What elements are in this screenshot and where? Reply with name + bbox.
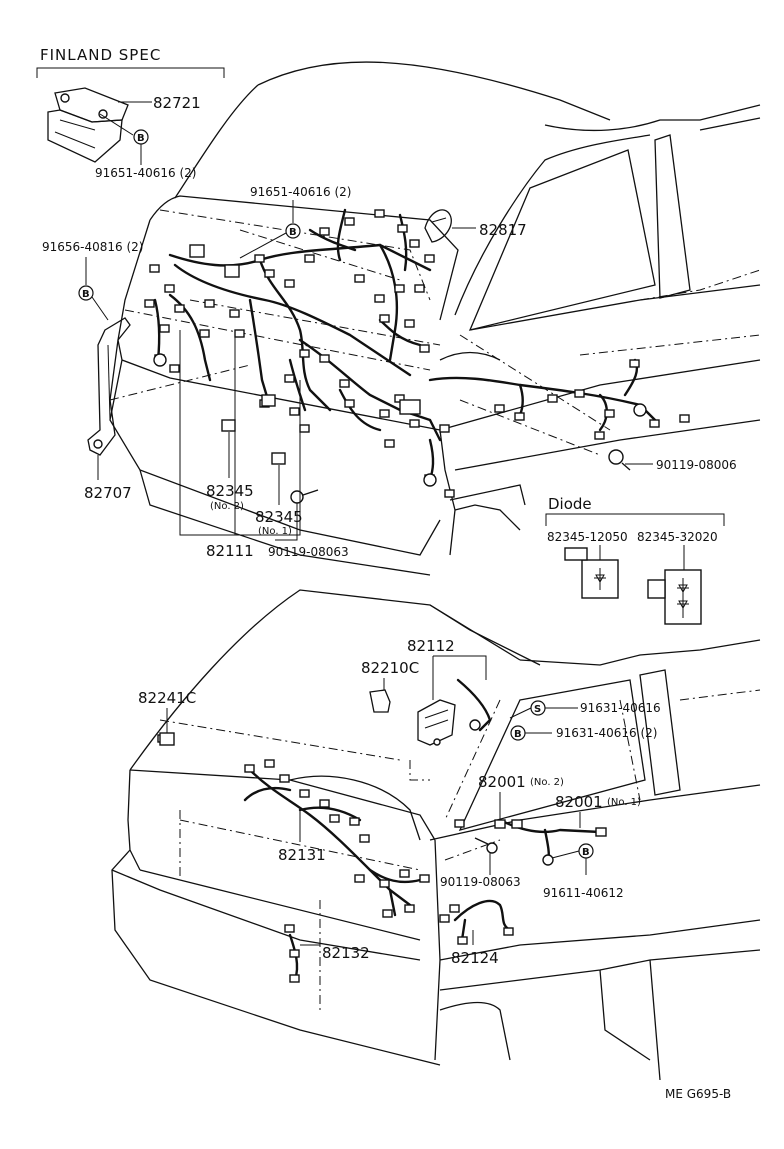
label-82817: 82817 xyxy=(479,221,527,239)
b-symbol-5: B xyxy=(578,843,594,859)
label-82345-no2: 82345 xyxy=(206,482,254,500)
svg-text:S: S xyxy=(534,704,541,715)
part-82241c-plug xyxy=(159,732,175,746)
leader-90119-a xyxy=(275,503,298,541)
label-82001-no2-suffix: (No. 2) xyxy=(530,777,564,788)
bottom-connectors xyxy=(157,719,607,983)
label-82345-no1-suffix: (No. 1) xyxy=(258,526,292,537)
svg-text:B: B xyxy=(582,847,590,858)
b-symbol-3: B xyxy=(78,285,94,301)
label-82345-no1: 82345 xyxy=(255,508,303,526)
part-82817-clip xyxy=(424,209,452,243)
label-82124: 82124 xyxy=(451,949,499,967)
label-82210c: 82210C xyxy=(361,659,419,677)
part-82112-module xyxy=(417,699,456,746)
label-90119-c: 90119-08063 xyxy=(440,875,521,889)
label-90119-b: 90119-08006 xyxy=(656,458,737,472)
label-91656: 91656-40816 (2) xyxy=(42,240,144,254)
bottom-callouts: 82112 82210C 82241C S 91631-40616 B 9163… xyxy=(138,637,661,967)
diode-part-b: 82345-32020 xyxy=(637,530,718,544)
svg-text:B: B xyxy=(82,289,90,300)
bottom-van-body xyxy=(111,589,761,1081)
leader-s-symbol xyxy=(509,707,532,719)
leader-b-symbol-3 xyxy=(91,296,109,321)
part-90119-08063-bolt-bottom xyxy=(474,837,498,854)
leader-b-symbol-5 xyxy=(551,850,587,875)
leader-b-symbol-2 xyxy=(239,232,287,259)
finland-spec-bracket xyxy=(36,67,225,78)
diode-part-a: 82345-12050 xyxy=(547,530,628,544)
label-90119-a: 90119-08063 xyxy=(268,545,349,559)
label-82001-no1-suffix: (No. 1) xyxy=(607,797,641,808)
label-91631-a: 91631-40616 xyxy=(580,701,661,715)
top-callouts: 91651-40616 (2) B 82817 91656-40816 (2) … xyxy=(42,185,737,560)
diode-inset: Diode 82345-12050 82345-32020 xyxy=(545,495,725,625)
footer-code: ME G695-B xyxy=(665,1087,731,1101)
label-91611: 91611-40612 xyxy=(543,886,624,900)
label-82241c: 82241C xyxy=(138,689,196,707)
part-90119-08063-bolt-top xyxy=(290,489,319,504)
diode-32020-icon xyxy=(647,569,702,625)
leader-82112 xyxy=(432,655,487,700)
diode-title: Diode xyxy=(548,495,592,513)
label-82132: 82132 xyxy=(322,944,370,962)
label-82001-no2: 82001 xyxy=(478,773,526,791)
finland-spec-title: FINLAND SPEC xyxy=(40,46,161,64)
top-van-body xyxy=(109,61,761,576)
svg-text:B: B xyxy=(514,729,522,740)
b-symbol-4: B xyxy=(510,725,526,741)
label-82721: 82721 xyxy=(153,94,201,112)
label-82111: 82111 xyxy=(206,542,254,560)
top-connectors xyxy=(144,209,690,498)
label-82345-no2-suffix: (No. 2) xyxy=(210,501,244,512)
part-82707-bracket xyxy=(87,317,131,456)
top-wiring-harness xyxy=(87,208,690,504)
label-82112: 82112 xyxy=(407,637,455,655)
label-82131: 82131 xyxy=(278,846,326,864)
part-90119-08006-bolt xyxy=(608,449,631,471)
svg-text:B: B xyxy=(289,227,297,238)
diode-12050-icon xyxy=(564,547,619,599)
label-82707: 82707 xyxy=(84,484,132,502)
label-91651-a: 91651-40616 (2) xyxy=(95,166,197,180)
bottom-wiring-harness xyxy=(157,678,607,983)
svg-text:B: B xyxy=(137,133,145,144)
leader-b-symbol-1 xyxy=(99,113,134,136)
label-82001-no1: 82001 xyxy=(555,793,603,811)
label-91651-b: 91651-40616 (2) xyxy=(250,185,352,199)
diode-bracket xyxy=(545,513,725,526)
finland-spec-inset: FINLAND SPEC 82721 B 91651-40616 (2) xyxy=(36,46,225,180)
label-91631-b: 91631-40616 (2) xyxy=(556,726,658,740)
s-symbol: S xyxy=(530,700,546,716)
b-symbol-1: B xyxy=(133,129,149,145)
part-82210c-relay xyxy=(369,689,391,713)
part-82721-bracket xyxy=(47,87,129,163)
b-symbol-2: B xyxy=(285,223,301,239)
leader-82111-a xyxy=(179,330,301,536)
